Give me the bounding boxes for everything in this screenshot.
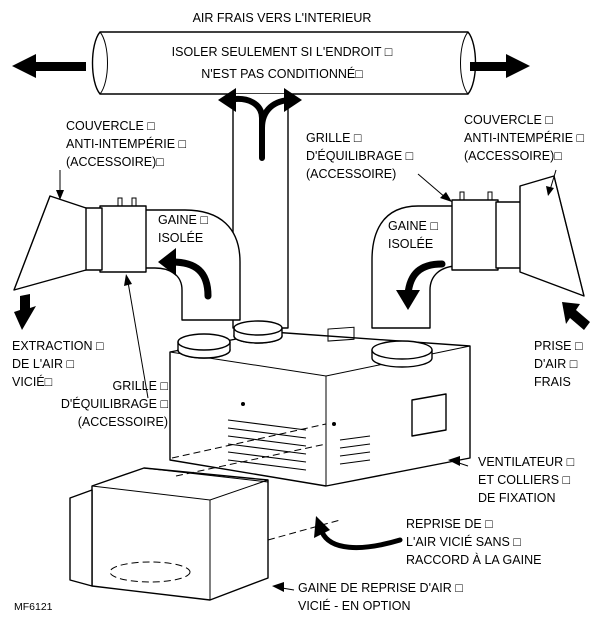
insulate-note-line2: N'EST PAS CONDITIONNÉ□: [201, 66, 363, 81]
label-duct-left: GAINE □ ISOLÉE: [158, 213, 208, 245]
svg-text:(ACCESSOIRE)□: (ACCESSOIRE)□: [66, 155, 164, 169]
label-return-duct: GAINE DE REPRISE D'AIR □ VICIÉ - EN OPTI…: [298, 581, 463, 613]
svg-text:ISOLÉE: ISOLÉE: [388, 236, 433, 251]
leader-lines: [56, 169, 557, 592]
alignment-lines: [171, 423, 341, 541]
svg-text:COUVERCLE □: COUVERCLE □: [464, 113, 553, 127]
svg-text:ANTI-INTEMPÉRIE □: ANTI-INTEMPÉRIE □: [66, 136, 187, 151]
svg-text:D'AIR □: D'AIR □: [534, 357, 578, 371]
ventilation-unit: [169, 320, 471, 487]
svg-text:D'ÉQUILIBRAGE □: D'ÉQUILIBRAGE □: [61, 396, 169, 411]
insulate-note-line1: ISOLER SEULEMENT SI L'ENDROIT □: [172, 45, 393, 59]
svg-text:PRISE □: PRISE □: [534, 339, 583, 353]
svg-text:ANTI-INTEMPÉRIE □: ANTI-INTEMPÉRIE □: [464, 130, 585, 145]
svg-text:COUVERCLE □: COUVERCLE □: [66, 119, 155, 133]
svg-text:(ACCESSOIRE): (ACCESSOIRE): [78, 415, 168, 429]
svg-text:VENTILATEUR □: VENTILATEUR □: [478, 455, 575, 469]
figure-id: MF6121: [14, 601, 53, 613]
svg-text:GRILLE □: GRILLE □: [306, 131, 362, 145]
label-cover-left: COUVERCLE □ ANTI-INTEMPÉRIE □ (ACCESSOIR…: [66, 119, 187, 169]
svg-text:VICIÉ□: VICIÉ□: [12, 374, 53, 389]
svg-text:L'AIR VICIÉ SANS □: L'AIR VICIÉ SANS □: [406, 534, 521, 549]
svg-text:FRAIS: FRAIS: [534, 375, 571, 389]
return-air-arrow: [314, 516, 403, 551]
right-insulated-duct: [371, 191, 527, 329]
arrow-left-icon: [12, 54, 86, 78]
svg-text:(ACCESSOIRE): (ACCESSOIRE): [306, 167, 396, 181]
svg-text:GAINE DE REPRISE D'AIR □: GAINE DE REPRISE D'AIR □: [298, 581, 463, 595]
svg-text:REPRISE DE □: REPRISE DE □: [406, 517, 493, 531]
left-insulated-duct: [73, 197, 241, 321]
arrow-right-icon: [470, 54, 530, 78]
svg-text:DE L'AIR □: DE L'AIR □: [12, 357, 74, 371]
svg-text:DE FIXATION: DE FIXATION: [478, 491, 556, 505]
svg-text:(ACCESSOIRE)□: (ACCESSOIRE)□: [464, 149, 562, 163]
svg-text:D'ÉQUILIBRAGE □: D'ÉQUILIBRAGE □: [306, 148, 414, 163]
label-return-no-duct: REPRISE DE □ L'AIR VICIÉ SANS □ RACCORD …: [406, 517, 541, 567]
svg-text:RACCORD À LA GAINE: RACCORD À LA GAINE: [406, 552, 541, 567]
left-weather-hood: [13, 195, 87, 291]
svg-text:GAINE □: GAINE □: [158, 213, 208, 227]
label-exhaust: EXTRACTION □ DE L'AIR □ VICIÉ□: [12, 339, 104, 389]
svg-text:ET COLLIERS □: ET COLLIERS □: [478, 473, 571, 487]
svg-text:EXTRACTION □: EXTRACTION □: [12, 339, 104, 353]
label-fan: VENTILATEUR □ ET COLLIERS □ DE FIXATION: [478, 455, 575, 505]
intake-arrow-icon: [562, 302, 590, 330]
left-duct-flow-arrow: [158, 248, 212, 300]
label-cover-right: COUVERCLE □ ANTI-INTEMPÉRIE □ (ACCESSOIR…: [464, 113, 585, 163]
label-duct-right: GAINE □ ISOLÉE: [388, 219, 438, 251]
label-intake: PRISE □ D'AIR □ FRAIS: [534, 339, 583, 389]
right-weather-hood: [519, 175, 585, 297]
label-grille-center: GRILLE □ D'ÉQUILIBRAGE □ (ACCESSOIRE): [306, 131, 414, 181]
svg-text:GRILLE □: GRILLE □: [113, 379, 169, 393]
optional-return-duct: [69, 467, 269, 601]
supply-airflow-arrows: [12, 54, 530, 161]
svg-text:ISOLÉE: ISOLÉE: [158, 230, 203, 245]
right-duct-flow-arrow: [396, 260, 446, 310]
exhaust-arrow-icon: [14, 294, 36, 330]
title-fresh-air: AIR FRAIS VERS L'INTERIEUR: [193, 11, 372, 25]
label-grille-left: GRILLE □ D'ÉQUILIBRAGE □ (ACCESSOIRE): [61, 379, 169, 429]
svg-text:VICIÉ - EN OPTION: VICIÉ - EN OPTION: [298, 598, 411, 613]
supply-air-pipe: [91, 31, 477, 95]
svg-text:GAINE □: GAINE □: [388, 219, 438, 233]
